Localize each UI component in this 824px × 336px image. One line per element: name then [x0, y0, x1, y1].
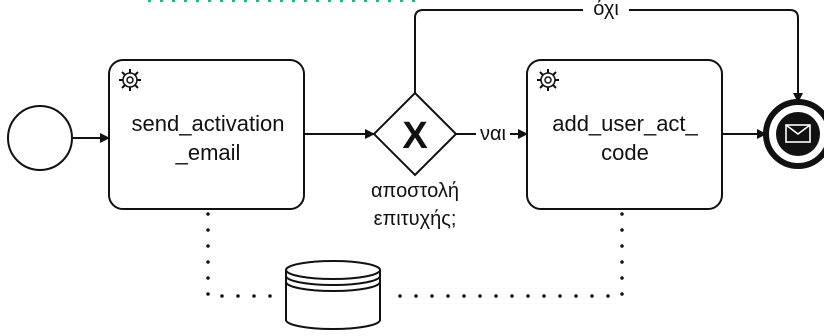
- yes-label: ναι: [480, 123, 506, 145]
- gateway-label-line1: αποστολή: [371, 180, 459, 202]
- task-label-line2: _email: [175, 140, 241, 165]
- gateway-label-line2: επιτυχής;: [374, 208, 457, 230]
- envelope-icon: [785, 124, 811, 143]
- gear-icon: [537, 69, 559, 91]
- data-association-task1: [206, 212, 282, 298]
- task-label-line2: code: [601, 140, 649, 165]
- task-label-line1: add_user_act_: [552, 111, 698, 136]
- no-label-bg: [583, 0, 629, 20]
- task-label-line1: send_activation: [132, 111, 285, 136]
- no-label: όχι: [593, 0, 619, 20]
- data-association-task2: [384, 212, 624, 298]
- database-icon[interactable]: [285, 260, 381, 330]
- yes-label-bg: [476, 122, 510, 144]
- start-event[interactable]: [7, 105, 73, 171]
- task-add-user-act-code[interactable]: add_user_act_ code: [526, 59, 723, 210]
- exclusive-gateway[interactable]: X: [372, 91, 458, 177]
- gateway-x-icon: X: [402, 115, 428, 157]
- gear-icon: [119, 69, 141, 91]
- message-end-event[interactable]: [763, 99, 824, 169]
- task-send-activation-email[interactable]: send_activation _email: [108, 59, 305, 210]
